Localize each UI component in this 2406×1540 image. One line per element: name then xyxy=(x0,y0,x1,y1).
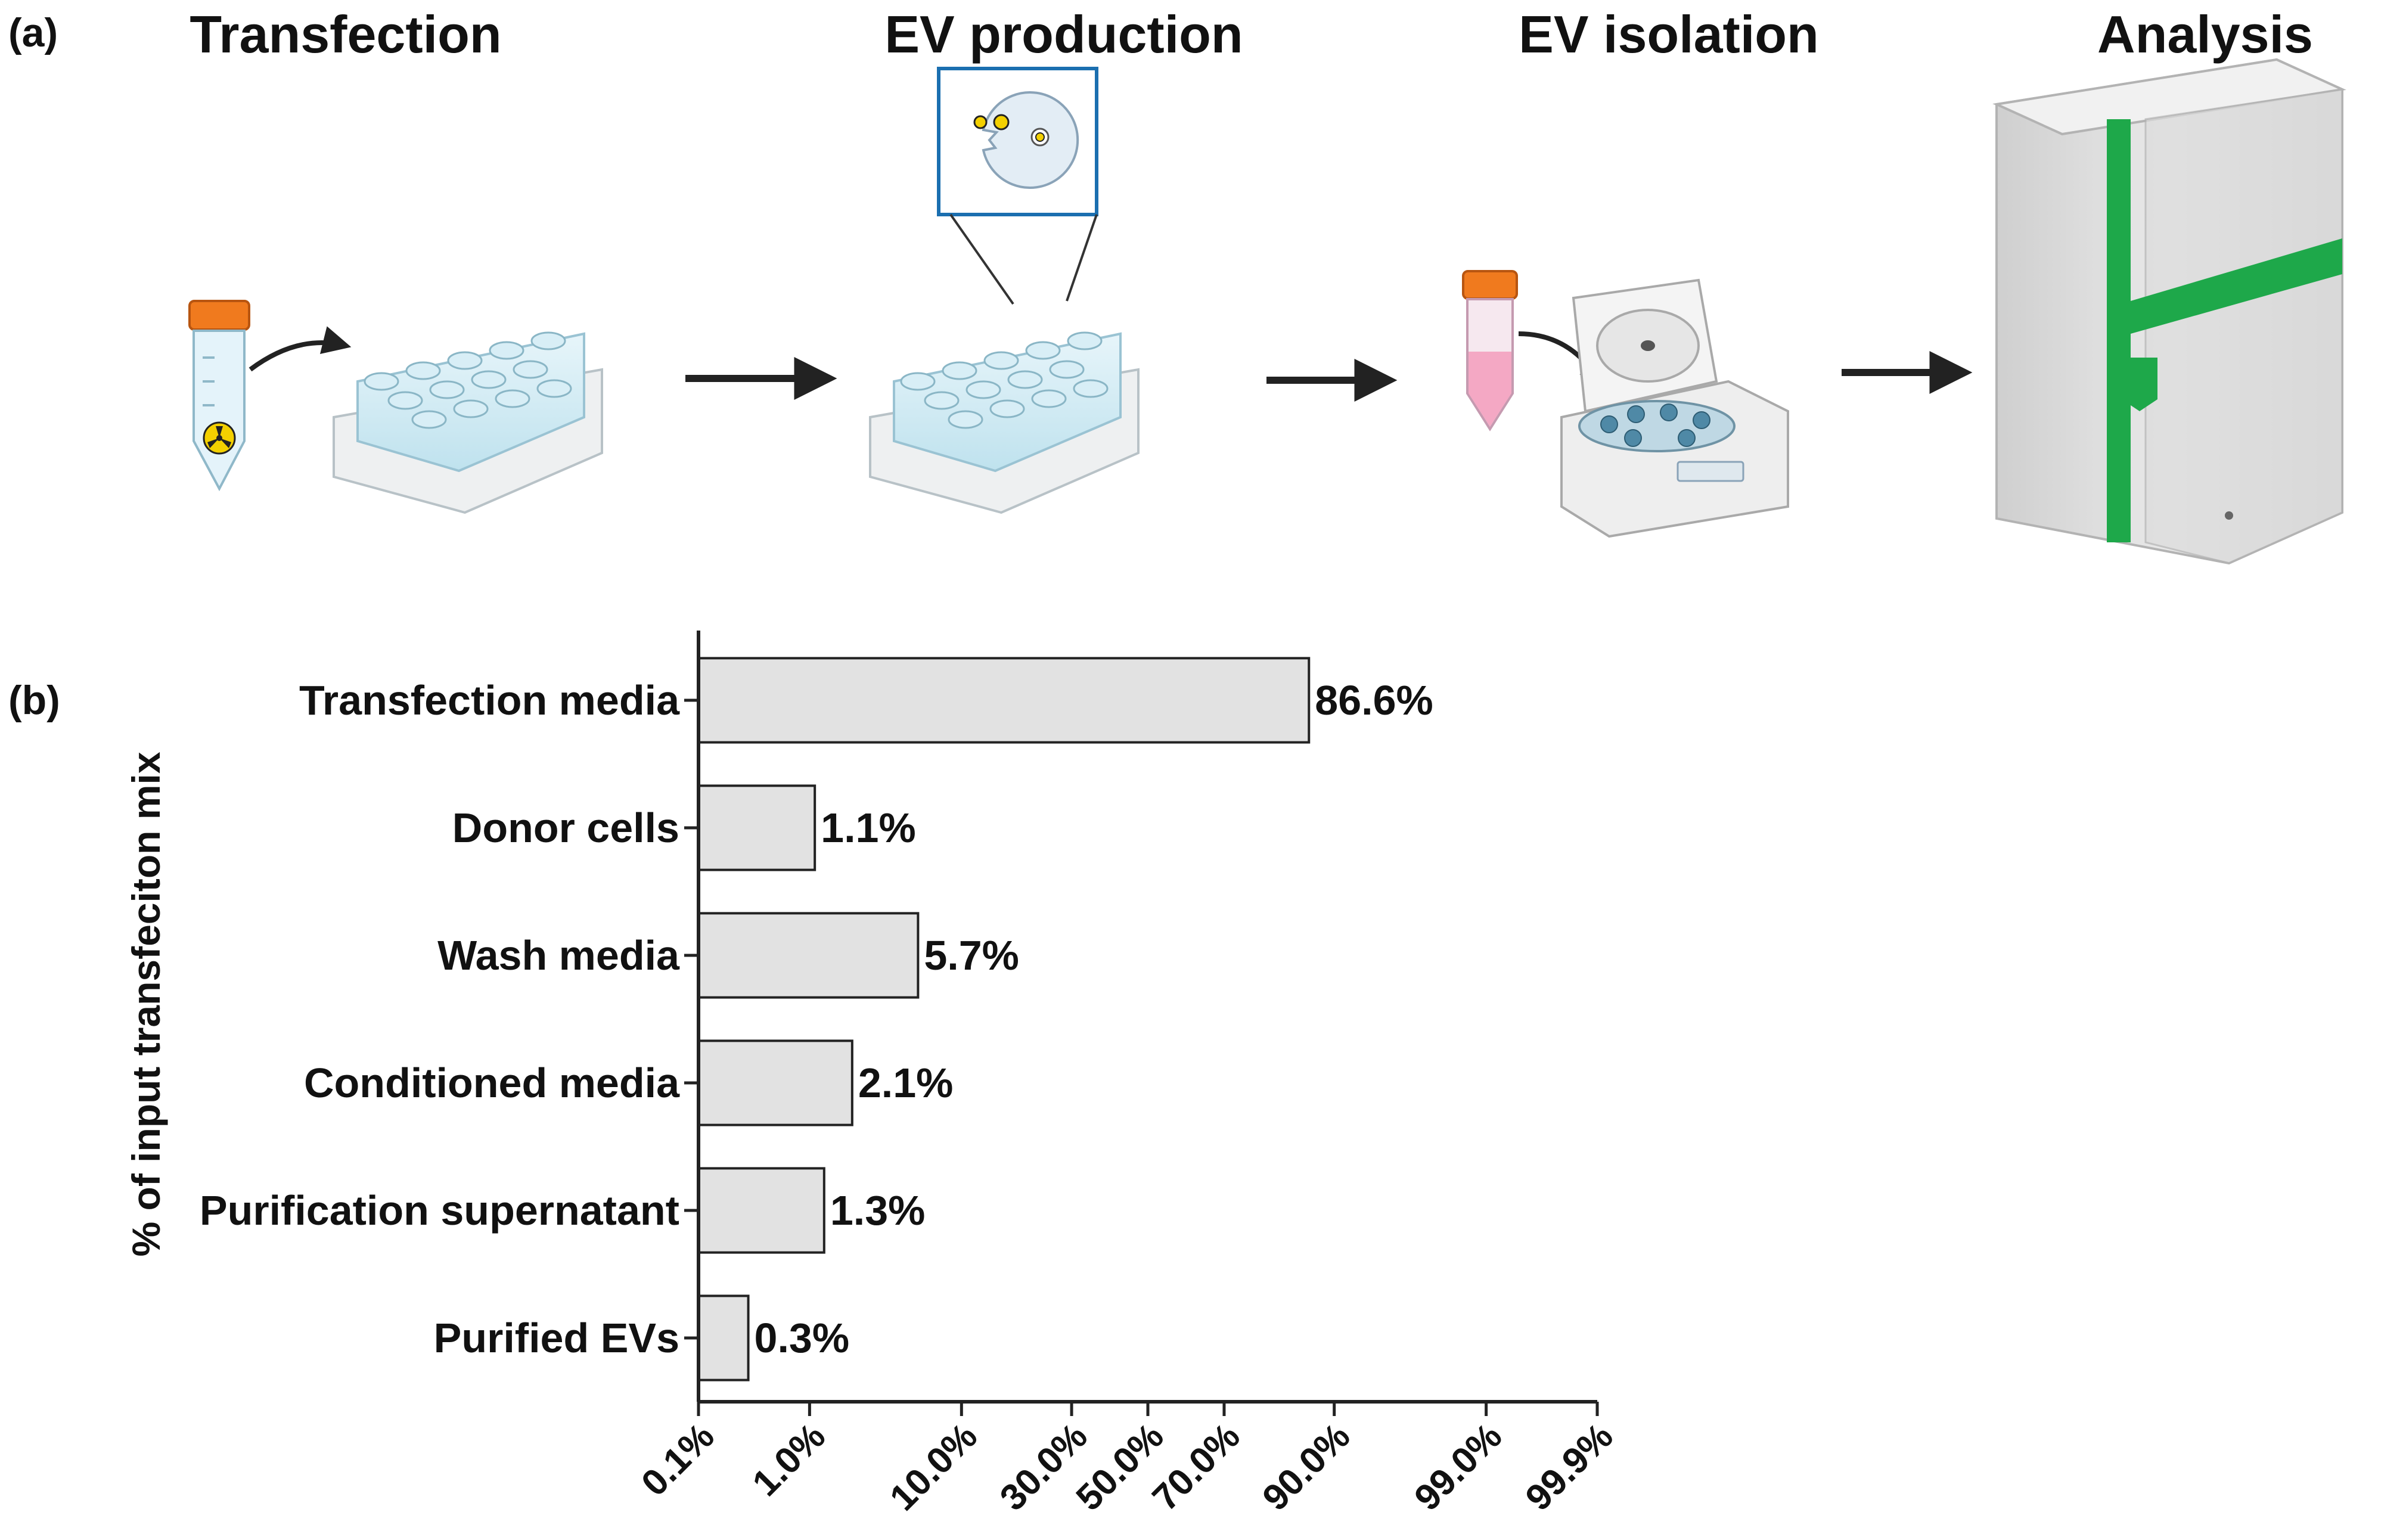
category-label: Purified EVs xyxy=(434,1315,679,1361)
x-tick-label: 50.0% xyxy=(1069,1415,1172,1519)
analyzer-instrument-icon xyxy=(1992,58,2346,565)
value-label: 1.3% xyxy=(830,1187,926,1234)
value-label: 2.1% xyxy=(858,1060,954,1106)
category-label: Conditioned media xyxy=(304,1060,680,1106)
x-tick-label: 90.0% xyxy=(1255,1415,1358,1519)
category-label: Wash media xyxy=(437,932,680,979)
zoom-line-left xyxy=(949,213,1014,305)
step-title-analysis: Analysis xyxy=(2097,5,2313,64)
zoom-line-right xyxy=(1066,214,1098,302)
tube-and-well-plate-icon xyxy=(188,300,603,514)
category-label: Purification supernatant xyxy=(200,1187,679,1234)
x-tick-label: 0.1% xyxy=(634,1415,722,1504)
panel-a-label: (a) xyxy=(8,10,58,55)
centrifuge-icon xyxy=(1462,270,1789,538)
category-label: Transfection media xyxy=(299,677,680,724)
x-tick-label: 70.0% xyxy=(1145,1415,1248,1519)
well-plate-icon xyxy=(333,331,603,514)
bar xyxy=(697,657,1311,744)
curved-arrow xyxy=(249,326,352,372)
y-axis-label: % of input transfeciton mix xyxy=(124,752,168,1256)
bar xyxy=(697,1294,750,1381)
bar-chart: Transfection media 86.6% Donor cells 1.1% Wa… xyxy=(200,631,1621,1519)
value-label: 1.1% xyxy=(821,805,916,851)
bar xyxy=(697,1039,853,1126)
step-title-ev-isolation: EV isolation xyxy=(1519,5,1819,64)
step-title-transfection: Transfection xyxy=(190,5,501,64)
step-title-ev-production: EV production xyxy=(884,5,1243,64)
well-plate-with-cell-icon xyxy=(869,67,1140,514)
value-label: 0.3% xyxy=(755,1315,850,1361)
conical-tube-icon xyxy=(188,300,250,492)
value-label: 86.6% xyxy=(1315,677,1433,724)
bar xyxy=(697,912,920,999)
panel-b-label: (b) xyxy=(8,678,60,723)
value-label: 5.7% xyxy=(924,932,1019,979)
green-stripe-vertical xyxy=(2107,119,2131,542)
x-tick-label: 99.0% xyxy=(1407,1415,1510,1519)
x-tick-label: 1.0% xyxy=(745,1415,834,1504)
category-label: Donor cells xyxy=(452,805,679,851)
green-stripe-horizontal xyxy=(2131,238,2342,334)
bar xyxy=(697,784,817,871)
bar xyxy=(697,1167,825,1254)
x-tick-label: 30.0% xyxy=(992,1415,1095,1519)
x-tick-label: 99.9% xyxy=(1518,1415,1621,1519)
pink-tube-icon xyxy=(1462,270,1518,431)
x-tick-label: 10.0% xyxy=(882,1415,985,1519)
